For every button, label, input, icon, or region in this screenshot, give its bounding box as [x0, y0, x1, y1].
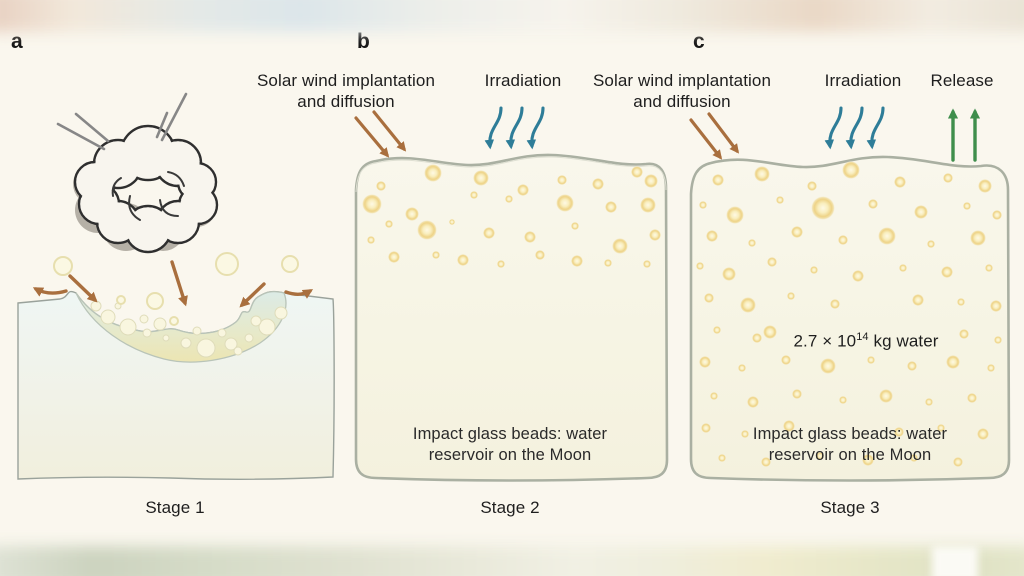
beads-caption-b: Impact glass beads: water reservoir on t…	[412, 425, 608, 464]
water-mass-label: 2.7 × 1014 kg water	[793, 331, 939, 351]
panel-letter-c: c	[693, 30, 705, 53]
impact-cloud	[73, 124, 219, 254]
solar-wind-arrows-b	[354, 110, 407, 158]
irradiation-label-b: Irradiation	[484, 71, 562, 90]
panel-letter-a: a	[11, 30, 23, 53]
ejecta-arrows	[32, 260, 314, 308]
irradiation-arrows-b	[484, 106, 545, 150]
panel-b-block	[354, 153, 669, 482]
impact-lines	[56, 92, 188, 151]
glass-beads-c	[696, 161, 1002, 467]
blurred-bottom-gap	[932, 546, 978, 576]
solar-wind-label-b: Solar wind implantation and diffusion	[256, 71, 436, 111]
panel-c-block	[689, 155, 1011, 482]
blurred-top-strip	[0, 0, 1024, 32]
solar-wind-arrows-c	[689, 112, 740, 160]
stage-2-label: Stage 2	[480, 498, 540, 517]
blurred-bottom-strip	[0, 546, 1024, 576]
release-label-c: Release	[930, 71, 994, 90]
stage-1-label: Stage 1	[145, 498, 205, 517]
glass-beads-b	[362, 164, 661, 268]
stage-3-label: Stage 3	[820, 498, 880, 517]
irradiation-arrows-c	[824, 106, 885, 150]
release-arrows-c	[947, 108, 981, 162]
irradiation-label-c: Irradiation	[824, 71, 902, 90]
panel-a-block	[17, 252, 335, 480]
beads-caption-c: Impact glass beads: water reservoir on t…	[752, 425, 948, 464]
melt-bubbles	[90, 300, 288, 358]
ejected-beads	[53, 252, 299, 326]
panel-letter-b: b	[357, 30, 370, 53]
solar-wind-label-c: Solar wind implantation and diffusion	[592, 71, 772, 111]
